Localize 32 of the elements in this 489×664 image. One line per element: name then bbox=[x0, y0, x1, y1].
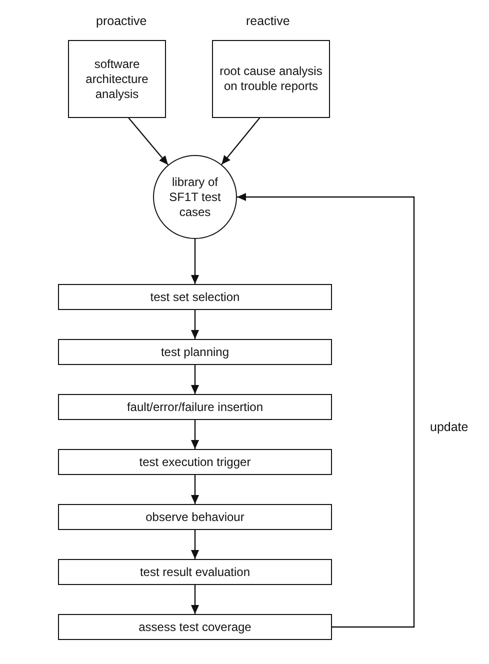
node-text: observe behaviour bbox=[144, 510, 246, 524]
node-text: fault/error/failure insertion bbox=[126, 400, 264, 414]
arrow bbox=[190, 530, 200, 559]
node-text: test execution trigger bbox=[138, 454, 252, 470]
process-box bbox=[58, 559, 332, 585]
process-box bbox=[58, 339, 332, 365]
column-heading: proactive bbox=[96, 14, 147, 28]
node-text: library of SF1T test cases bbox=[168, 174, 222, 220]
arrow bbox=[237, 192, 415, 628]
node-text: software architecture analysis bbox=[84, 56, 150, 102]
node-text: root cause analysis on trouble reports bbox=[218, 64, 324, 94]
process-box bbox=[58, 284, 332, 310]
process-box bbox=[68, 40, 166, 118]
process-box bbox=[58, 394, 332, 420]
arrow bbox=[190, 420, 200, 449]
node-text: test set selection bbox=[149, 290, 241, 304]
node-text: test planning bbox=[160, 344, 230, 360]
arrow bbox=[190, 239, 200, 284]
edge-label: update bbox=[430, 420, 468, 434]
process-box bbox=[58, 614, 332, 640]
arrow bbox=[190, 365, 200, 394]
node-text: test result evaluation bbox=[138, 564, 252, 580]
process-box bbox=[58, 449, 332, 475]
arrow bbox=[221, 118, 260, 165]
arrow bbox=[128, 118, 168, 166]
column-heading: reactive bbox=[246, 14, 290, 28]
arrow bbox=[190, 475, 200, 504]
process-box bbox=[212, 40, 330, 118]
arrow bbox=[190, 310, 200, 339]
node-text: assess test coverage bbox=[138, 620, 252, 634]
arrow bbox=[190, 585, 200, 614]
process-box bbox=[58, 504, 332, 530]
